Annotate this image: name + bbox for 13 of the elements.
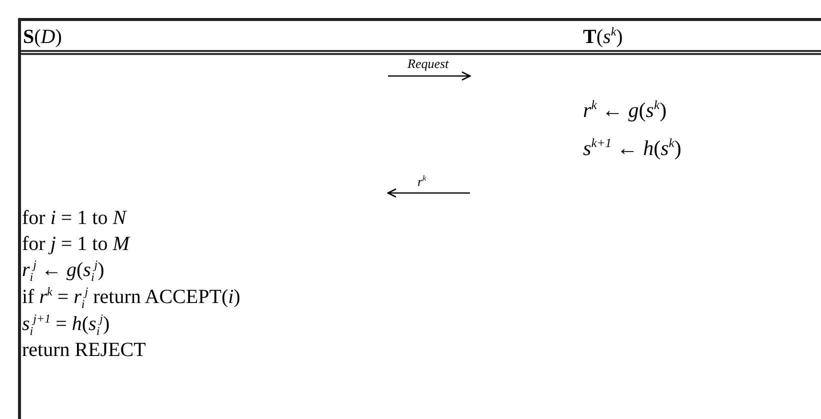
formula-text: return REJECT [22,340,146,360]
column-heading: T(s$^{k}$) [583,27,623,47]
message-arrow [387,188,470,198]
formula-text: r$^{k}$ ← g(s$^{k}$) [583,100,667,121]
formula-text: r$_{i}$$^{j}$ ← g(s$_{i}$$^{j}$) [22,260,104,280]
formula-text: if r$^{k}$ = r$_{i}$$^{j}$ return ACCEPT(i) [22,287,240,307]
formula-text: for i = 1 to N [22,208,126,228]
column-heading: S(D) [23,27,62,47]
formula-text: for j = 1 to M [22,234,130,254]
formula-text: s$_{i}$$^{j+1}$ = h(s$_{i}$$^{j}$) [22,314,110,334]
message-arrow [388,71,471,81]
formula-text: s$^{k+1}$ ← h(s$^{k}$) [583,138,682,159]
table-column [18,18,388,419]
